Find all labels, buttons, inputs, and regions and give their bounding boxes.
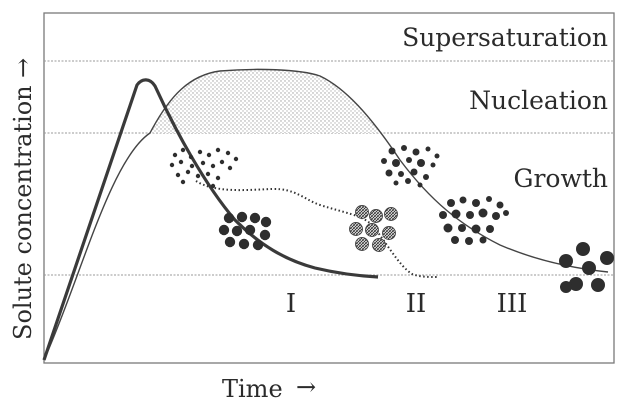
curve-ii <box>195 180 439 278</box>
nucleation-label: Nucleation <box>469 86 608 115</box>
plot-frame <box>43 12 615 364</box>
supersaturation-label: Supersaturation <box>402 23 608 52</box>
mechanism-ii-label: II <box>406 289 427 319</box>
particles-i <box>218 211 272 251</box>
mechanism-i-label: I <box>286 289 296 319</box>
particles-iii <box>559 242 614 293</box>
nuclei-cluster-iii <box>381 145 440 188</box>
y-axis-label: Solute concentration <box>9 85 37 340</box>
curve-iii <box>43 68 609 361</box>
y-axis-label-group: Solute concentration → <box>9 58 37 340</box>
aggregates-ii <box>349 205 398 252</box>
nucleation-shaded-region <box>150 69 380 133</box>
growth-label: Growth <box>513 164 608 193</box>
mechanism-iii-label: III <box>497 289 528 319</box>
nuclei-cluster-i <box>169 147 239 189</box>
x-axis-arrow: → <box>296 373 316 401</box>
growth-cluster-iii <box>439 196 509 245</box>
y-axis-arrow: → <box>9 58 37 78</box>
x-axis-label: Time <box>222 375 283 403</box>
curve-i <box>42 78 379 361</box>
